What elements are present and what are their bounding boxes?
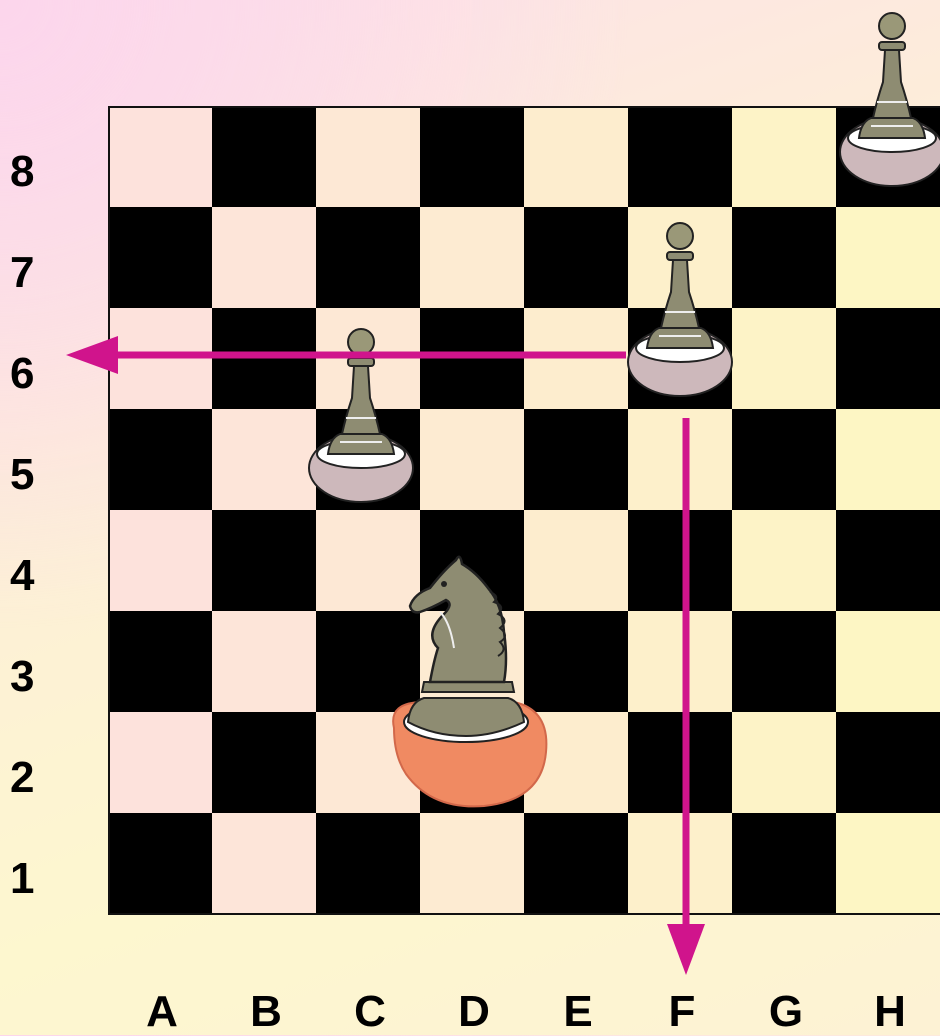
file-label-g: G <box>756 990 816 1034</box>
square-f8 <box>628 106 732 207</box>
square-d8 <box>420 106 524 207</box>
square-b8 <box>212 106 316 207</box>
square-a3 <box>108 611 212 712</box>
square-h2 <box>836 712 940 813</box>
square-a7 <box>108 207 212 308</box>
square-d6 <box>420 308 524 409</box>
square-f4 <box>628 510 732 611</box>
square-e5 <box>524 409 628 510</box>
square-f2 <box>628 712 732 813</box>
square-e7 <box>524 207 628 308</box>
square-f3 <box>628 611 732 712</box>
pawn-icon <box>306 326 416 506</box>
square-a2 <box>108 712 212 813</box>
square-e8 <box>524 106 628 207</box>
square-b6 <box>212 308 316 409</box>
rank-label-2: 2 <box>10 756 50 800</box>
square-a4 <box>108 510 212 611</box>
rank-label-5: 5 <box>10 453 50 497</box>
rank-label-3: 3 <box>10 655 50 699</box>
square-a8 <box>108 106 212 207</box>
square-g1 <box>732 813 836 914</box>
square-h6 <box>836 308 940 409</box>
knight-icon <box>384 552 550 810</box>
square-a1 <box>108 813 212 914</box>
square-b2 <box>212 712 316 813</box>
rank-label-4: 4 <box>10 554 50 598</box>
square-d7 <box>420 207 524 308</box>
file-label-a: A <box>132 990 192 1034</box>
square-g2 <box>732 712 836 813</box>
square-g7 <box>732 207 836 308</box>
rank-label-8: 8 <box>10 150 50 194</box>
square-g6 <box>732 308 836 409</box>
square-e1 <box>524 813 628 914</box>
square-b7 <box>212 207 316 308</box>
square-a5 <box>108 409 212 510</box>
square-h3 <box>836 611 940 712</box>
square-a6 <box>108 308 212 409</box>
square-g5 <box>732 409 836 510</box>
pawn-icon <box>837 10 940 190</box>
square-b5 <box>212 409 316 510</box>
file-label-d: D <box>444 990 504 1034</box>
pawn-icon <box>625 220 735 400</box>
square-h4 <box>836 510 940 611</box>
square-f5 <box>628 409 732 510</box>
file-label-c: C <box>340 990 400 1034</box>
file-label-h: H <box>860 990 920 1034</box>
square-b4 <box>212 510 316 611</box>
square-f1 <box>628 813 732 914</box>
square-c8 <box>316 106 420 207</box>
square-h1 <box>836 813 940 914</box>
file-label-e: E <box>548 990 608 1034</box>
square-b1 <box>212 813 316 914</box>
rank-label-6: 6 <box>10 352 50 396</box>
square-h5 <box>836 409 940 510</box>
file-label-f: F <box>652 990 712 1034</box>
arrow-down-head <box>667 924 705 975</box>
square-g8 <box>732 106 836 207</box>
square-d1 <box>420 813 524 914</box>
square-d5 <box>420 409 524 510</box>
file-label-b: B <box>236 990 296 1034</box>
square-g4 <box>732 510 836 611</box>
rank-label-7: 7 <box>10 251 50 295</box>
rank-label-1: 1 <box>10 857 50 901</box>
square-c1 <box>316 813 420 914</box>
square-c7 <box>316 207 420 308</box>
square-h7 <box>836 207 940 308</box>
square-e6 <box>524 308 628 409</box>
square-g3 <box>732 611 836 712</box>
square-b3 <box>212 611 316 712</box>
